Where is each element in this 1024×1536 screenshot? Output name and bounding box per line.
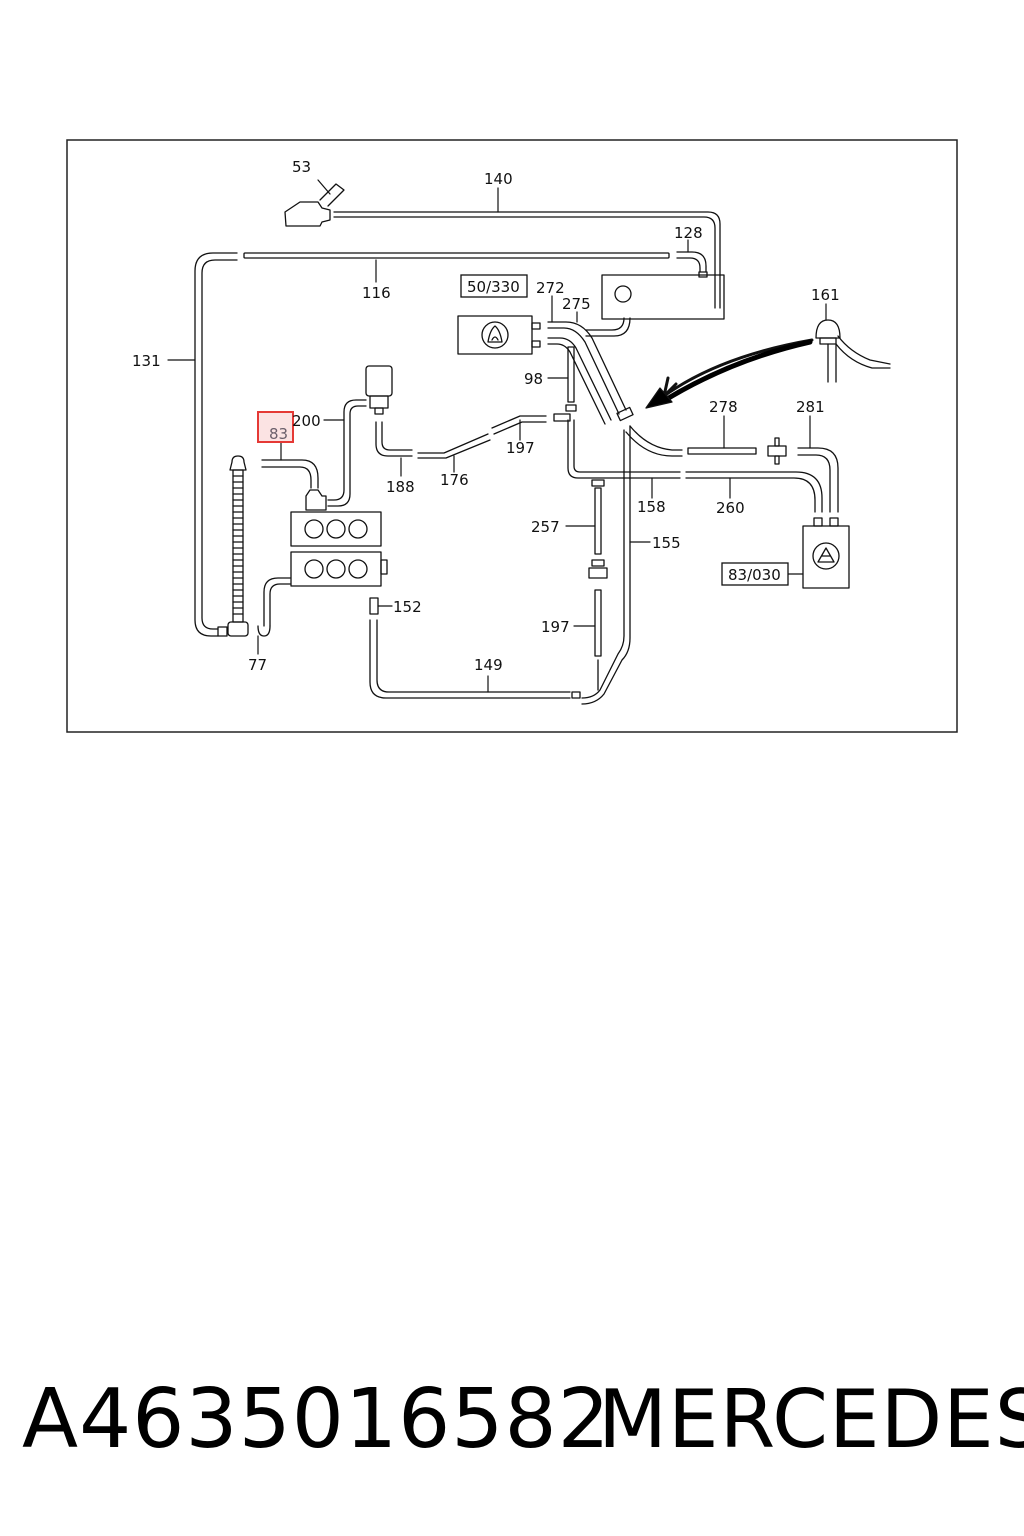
hose-260 <box>685 471 823 513</box>
connector-53 <box>284 183 345 227</box>
hose-77 <box>257 577 291 637</box>
hose-158 <box>567 419 681 479</box>
leader-lines <box>167 179 827 693</box>
label-158: 158 <box>637 498 666 516</box>
hose-281 <box>797 447 839 513</box>
component-83-030 <box>802 517 850 589</box>
label-77: 77 <box>248 656 267 674</box>
hose-149 <box>369 619 581 699</box>
hose-176 <box>417 433 491 459</box>
part-number: A4635016582 <box>22 1372 611 1467</box>
diagram-frame <box>66 139 958 733</box>
hose-278-branch <box>625 425 787 465</box>
label-box-50-330 <box>460 274 528 298</box>
label-200: 200 <box>292 412 321 430</box>
brand-name: MERCEDES <box>598 1373 1024 1466</box>
reservoir-box <box>601 274 725 320</box>
washer-pump-assembly <box>290 489 388 587</box>
hose-197-lower <box>588 559 608 691</box>
hose-197-upper <box>491 413 571 435</box>
hose-116 <box>243 252 670 259</box>
label-272: 272 <box>536 279 565 297</box>
label-50-330: 50/330 <box>467 278 520 296</box>
hose-257 <box>591 479 605 555</box>
label-161: 161 <box>811 286 840 304</box>
hose-188 <box>375 421 413 457</box>
hose-routing-diagram: 53 140 128 116 131 50/330 272 275 161 98… <box>66 139 958 733</box>
hose-272-275 <box>547 317 634 425</box>
label-176: 176 <box>440 471 469 489</box>
hose-155 <box>581 425 631 705</box>
hose-152 <box>369 597 379 615</box>
label-188: 188 <box>386 478 415 496</box>
pump-200 <box>327 365 393 507</box>
label-98: 98 <box>524 370 543 388</box>
corrugated-hose <box>227 455 249 637</box>
label-149: 149 <box>474 656 503 674</box>
hose-140 <box>333 211 721 309</box>
label-116: 116 <box>362 284 391 302</box>
hose-98 <box>565 346 577 412</box>
label-53: 53 <box>292 158 311 176</box>
label-131: 131 <box>132 352 161 370</box>
label-box-83-030 <box>721 562 789 586</box>
label-257: 257 <box>531 518 560 536</box>
label-140: 140 <box>484 170 513 188</box>
label-260: 260 <box>716 499 745 517</box>
component-50-330 <box>457 315 541 355</box>
hose-128 <box>676 251 708 278</box>
label-278: 278 <box>709 398 738 416</box>
direction-arrow <box>645 338 814 409</box>
hose-83 <box>261 459 319 489</box>
label-155: 155 <box>652 534 681 552</box>
label-83-030: 83/030 <box>728 566 781 584</box>
nozzle-161 <box>815 319 891 383</box>
hose-131 <box>194 252 238 637</box>
label-281: 281 <box>796 398 825 416</box>
part-caption: A4635016582 MERCEDES <box>0 1360 1024 1480</box>
label-83[interactable]: 83 <box>269 425 288 443</box>
label-128: 128 <box>674 224 703 242</box>
label-197-upper: 197 <box>506 439 535 457</box>
label-275: 275 <box>562 295 591 313</box>
label-197-lower: 197 <box>541 618 570 636</box>
highlight-box-83[interactable] <box>257 411 294 443</box>
label-152: 152 <box>393 598 422 616</box>
